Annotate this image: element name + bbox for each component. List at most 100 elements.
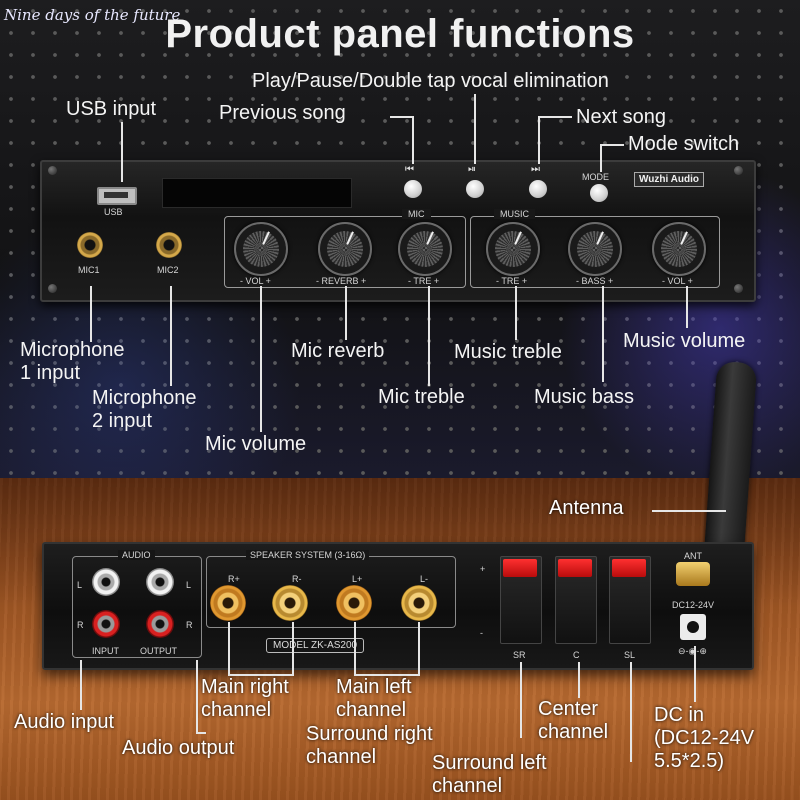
mic-group-label: MIC xyxy=(402,209,431,219)
callout-line xyxy=(412,116,414,164)
mic2-jack[interactable] xyxy=(156,232,182,258)
mic2-jack-label: MIC2 xyxy=(157,265,179,275)
previous-song-callout: Previous song xyxy=(219,102,346,124)
left-negative-post[interactable] xyxy=(401,585,437,621)
callout-line xyxy=(652,510,726,512)
post-label: L+ xyxy=(352,574,363,584)
callout-line xyxy=(90,286,92,342)
audio-section-box xyxy=(72,556,202,658)
callout-line xyxy=(121,122,123,182)
watermark: Nine days of the future xyxy=(4,6,181,24)
center-clip[interactable] xyxy=(555,556,597,644)
main-left-callout: Main left channel xyxy=(336,676,412,721)
speaker-system-label: SPEAKER SYSTEM (3-16Ω) xyxy=(246,550,370,560)
mic-volume-knob[interactable] xyxy=(234,222,288,276)
screw xyxy=(48,166,57,175)
output-left-rca[interactable] xyxy=(146,568,174,596)
mic-treble-knob[interactable] xyxy=(398,222,452,276)
knob-label: - REVERB + xyxy=(316,276,367,286)
dc-label: DC12-24V xyxy=(672,600,715,610)
music-bass-callout: Music bass xyxy=(534,386,635,408)
clip-label: SL xyxy=(624,650,636,660)
callout-line xyxy=(260,286,262,432)
callout-line xyxy=(170,286,172,386)
right-positive-post[interactable] xyxy=(210,585,246,621)
music-treble-callout: Music treble xyxy=(454,341,562,363)
knob-label: - TRE + xyxy=(408,276,440,286)
mode-switch-button[interactable] xyxy=(590,184,608,202)
clip-label: SR xyxy=(513,650,526,660)
brand-logo: Wuzhi Audio xyxy=(634,172,704,187)
right-channel-label: R xyxy=(77,620,84,630)
play-pause-callout: Play/Pause/Double tap vocal elimination xyxy=(252,70,609,92)
left-positive-post[interactable] xyxy=(336,585,372,621)
post-label: L- xyxy=(420,574,429,584)
next-song-callout: Next song xyxy=(576,106,667,128)
callout-line xyxy=(600,144,602,172)
usb-input-callout: USB input xyxy=(66,98,157,120)
output-label: OUTPUT xyxy=(140,646,177,656)
mic-reverb-callout: Mic reverb xyxy=(291,340,385,362)
right-negative-post[interactable] xyxy=(272,585,308,621)
knob-label: - BASS + xyxy=(576,276,614,286)
knob-label: - VOL + xyxy=(240,276,271,286)
model-label: MODEL ZK-AS200 xyxy=(266,638,365,653)
callout-line xyxy=(418,622,420,674)
callout-line xyxy=(196,660,198,732)
audio-input-callout: Audio input xyxy=(14,711,115,733)
center-callout: Center channel xyxy=(538,698,609,743)
right-channel-label: R xyxy=(186,620,193,630)
mic-treble-callout: Mic treble xyxy=(378,386,465,408)
callout-line xyxy=(345,286,347,340)
audio-output-callout: Audio output xyxy=(122,737,235,759)
antenna-connector xyxy=(676,562,710,586)
input-left-rca[interactable] xyxy=(92,568,120,596)
callout-line xyxy=(474,94,476,164)
callout-line xyxy=(80,660,82,710)
mic1-jack[interactable] xyxy=(77,232,103,258)
callout-line xyxy=(428,286,430,386)
audio-section-label: AUDIO xyxy=(118,550,155,560)
mode-switch-callout: Mode switch xyxy=(628,133,740,155)
polarity-icon: ⊖-◉-⊕ xyxy=(678,646,707,656)
music-volume-knob[interactable] xyxy=(652,222,706,276)
music-group-box xyxy=(470,216,720,288)
input-label: INPUT xyxy=(92,646,119,656)
previous-icon: ⏮ xyxy=(405,164,414,175)
minus-label: - xyxy=(480,628,483,638)
main-right-callout: Main right channel xyxy=(201,676,289,721)
previous-song-button[interactable] xyxy=(404,180,422,198)
dc-power-jack[interactable] xyxy=(680,614,706,640)
post-label: R+ xyxy=(228,574,240,584)
usb-port[interactable] xyxy=(97,187,137,205)
music-bass-knob[interactable] xyxy=(568,222,622,276)
clip-label: C xyxy=(573,650,580,660)
screw xyxy=(734,166,743,175)
next-icon: ⏭ xyxy=(531,164,540,175)
callout-line xyxy=(390,116,414,118)
surround-left-clip[interactable] xyxy=(609,556,651,644)
surround-left-callout: Surround left channel xyxy=(432,752,547,797)
callout-line xyxy=(538,116,540,164)
plus-label: + xyxy=(480,564,486,574)
ant-label: ANT xyxy=(684,551,702,561)
mic1-jack-label: MIC1 xyxy=(78,265,100,275)
surround-right-clip[interactable] xyxy=(500,556,542,644)
callout-line xyxy=(538,116,572,118)
dc-in-callout: DC in (DC12-24V 5.5*2.5) xyxy=(654,704,755,772)
output-right-rca[interactable] xyxy=(146,610,174,638)
play-pause-button[interactable] xyxy=(466,180,484,198)
callout-line xyxy=(354,674,420,676)
next-song-button[interactable] xyxy=(529,180,547,198)
callout-line xyxy=(354,622,356,674)
microphone-1-callout: Microphone 1 input xyxy=(20,339,125,384)
screw xyxy=(734,284,743,293)
screw xyxy=(48,284,57,293)
input-right-rca[interactable] xyxy=(92,610,120,638)
knob-label: - VOL + xyxy=(662,276,693,286)
callout-line xyxy=(228,674,294,676)
callout-line xyxy=(602,286,604,382)
music-treble-knob[interactable] xyxy=(486,222,540,276)
antenna-callout: Antenna xyxy=(549,497,624,519)
mic-reverb-knob[interactable] xyxy=(318,222,372,276)
